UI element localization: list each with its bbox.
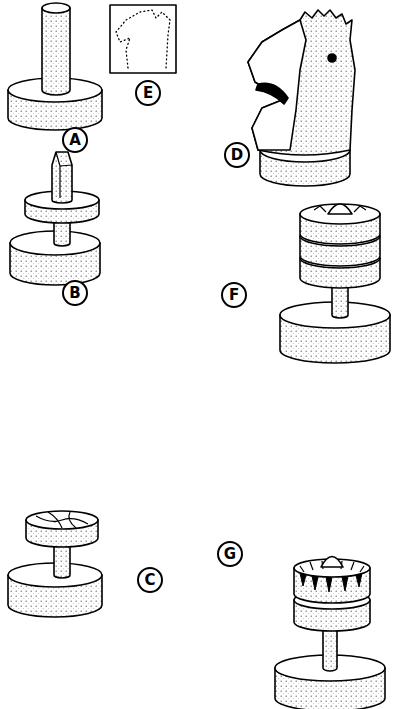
crown-dome [321,557,343,568]
callout-letter: G [217,541,243,567]
disc-upper-top [300,204,380,224]
knight-face [248,20,306,150]
stage-f-stacked [280,204,390,363]
callout-letter: D [224,142,250,168]
template-square [110,5,176,73]
stage-d-knight [248,10,355,186]
knight-mouth [256,83,288,104]
dotted-knight-outline [116,10,170,68]
callout-letter: B [62,280,88,306]
callout-letter: C [137,567,163,593]
top-facet [56,152,72,198]
top-grooves [36,512,88,528]
stage-a-blank [8,3,102,130]
post-top [42,3,70,13]
post [42,8,70,95]
top-knob [328,204,352,214]
top-notches [314,206,366,212]
callout-letter: A [62,127,88,153]
top-disc-face [26,511,98,529]
stage-b-turned [10,152,100,285]
stage-g-crowned [275,557,385,709]
callout-letter: F [221,282,247,308]
knight-head [248,10,355,155]
callout-letter: E [135,80,161,106]
knight-eye [328,54,336,62]
knight-template [110,5,176,73]
top-post [52,152,72,203]
stage-c-pawn [8,511,102,617]
